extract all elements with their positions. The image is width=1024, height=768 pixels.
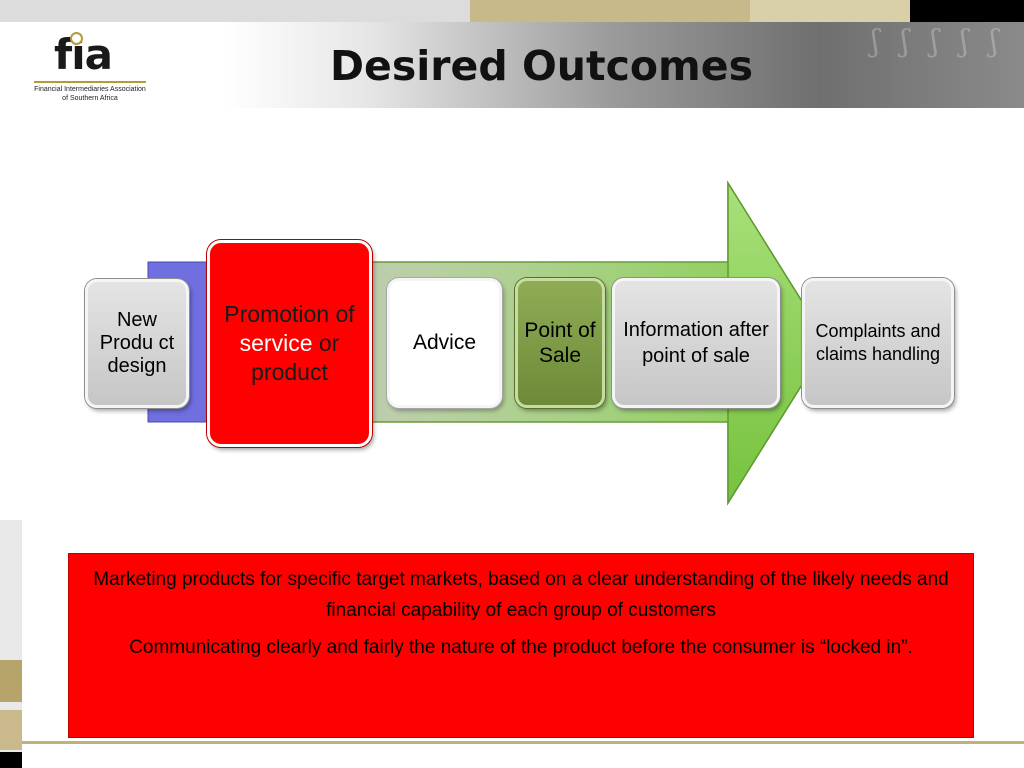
header-strip	[470, 0, 750, 22]
outcomes-note-box: Marketing products for specific target m…	[68, 553, 974, 738]
left-decoration-bar	[0, 520, 22, 768]
left-bar-block	[0, 660, 22, 702]
step-advice: Advice	[387, 278, 502, 408]
logo-dot-icon	[70, 32, 83, 45]
note-paragraph-communication: Communicating clearly and fairly the nat…	[129, 637, 913, 658]
left-bar-block	[0, 752, 22, 768]
logo-mark: fia	[54, 30, 113, 79]
step-new-product-design: New Produ ct design	[85, 279, 189, 408]
step-complaints-handling: Complaints and claims handling	[802, 278, 954, 408]
fia-logo: fia Financial Intermediaries Association…	[34, 30, 146, 106]
header-strip	[910, 0, 1024, 22]
logo-rule	[34, 81, 146, 83]
header-banner: ʃ ʃ ʃ ʃ ʃ	[0, 0, 1024, 108]
note-paragraph-marketing: Marketing products for specific target m…	[93, 569, 949, 621]
logo-subtitle-line2: of Southern Africa	[62, 95, 118, 102]
step-promotion: Promotion of service or product	[207, 240, 372, 447]
step-promotion-label: Promotion of service or product	[210, 300, 369, 387]
header-strip	[0, 0, 470, 22]
logo-subtitle-line1: Financial Intermediaries Association	[34, 86, 146, 93]
footer-rule	[22, 741, 1024, 744]
step-information-after-sale: Information after point of sale	[612, 278, 780, 408]
left-bar-block	[0, 710, 22, 750]
step-point-of-sale: Point of Sale	[515, 278, 605, 408]
promotion-label-end: or product	[251, 330, 340, 385]
header-strip	[750, 0, 910, 22]
slide-title: Desired Outcomes	[330, 42, 753, 90]
logo-subtitle: Financial Intermediaries Association of …	[34, 85, 146, 103]
promotion-label-highlight: service	[239, 330, 313, 356]
promotion-label-start: Promotion of	[224, 301, 355, 327]
header-decoration: ʃ ʃ ʃ ʃ ʃ	[871, 24, 1004, 59]
